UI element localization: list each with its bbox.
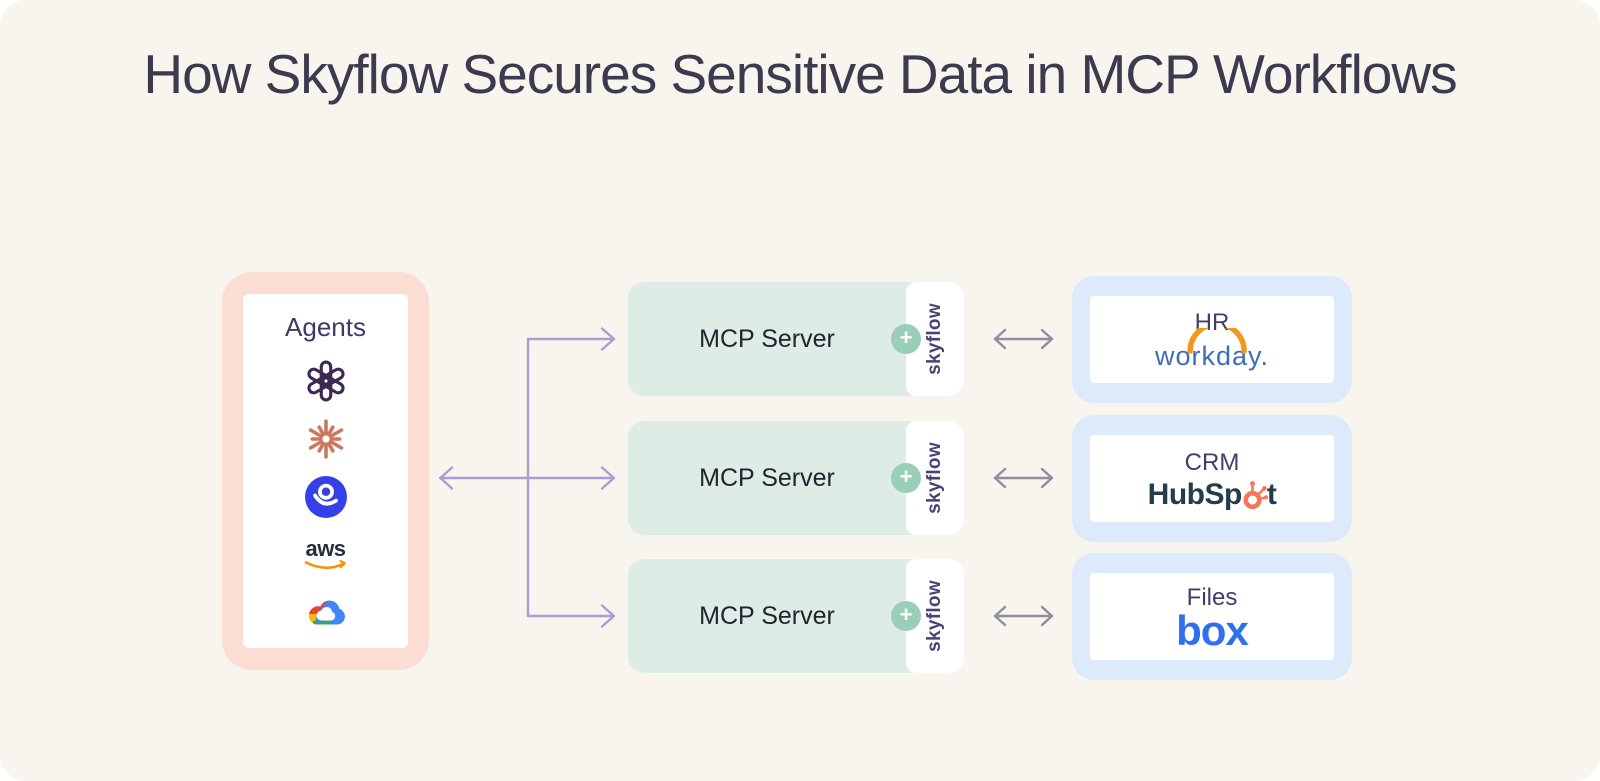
aws-logo-icon: aws [304, 533, 348, 577]
mcp-server-label: MCP Server [699, 601, 835, 630]
destination-inner: HR workday. [1090, 296, 1334, 383]
destination-box-files: Files box [1072, 553, 1352, 680]
anthropic-icon [304, 417, 348, 461]
fan-out-arrows [438, 327, 616, 628]
agents-label: Agents [285, 312, 366, 342]
destination-box-crm: CRM HubSp t [1072, 415, 1352, 542]
mcp-server-box-3: MCP Server + skyflow [628, 559, 964, 673]
aws-smile-icon [304, 560, 346, 570]
destination-box-hr: HR workday. [1072, 276, 1352, 403]
g-logo-icon [304, 475, 348, 519]
box-wordmark: box [1176, 607, 1249, 655]
destination-category: Files [1186, 583, 1238, 611]
skyflow-wordmark: skyflow [924, 442, 946, 514]
mcp-server-label: MCP Server [699, 324, 835, 353]
mcp-server-box-2: MCP Server + skyflow [628, 421, 964, 535]
skyflow-plus-badge: + [891, 324, 921, 354]
skyflow-wordmark: skyflow [924, 303, 946, 375]
destination-inner: Files box [1090, 573, 1334, 660]
agents-panel: Agents [222, 272, 429, 670]
agents-icon-list: aws [304, 359, 348, 635]
workday-logo: workday. [1154, 327, 1270, 371]
skyflow-plus-badge: + [891, 463, 921, 493]
openai-icon [304, 359, 348, 403]
skyflow-sidebar: + skyflow [891, 559, 964, 673]
aws-wordmark: aws [305, 536, 346, 561]
hubspot-wordmark-suffix: t [1266, 477, 1277, 511]
skyflow-sidebar: + skyflow [891, 421, 964, 535]
hubspot-sprocket-icon [1243, 480, 1268, 509]
skyflow-sidebar: + skyflow [891, 282, 964, 396]
destination-inner: CRM HubSp t [1090, 435, 1334, 522]
mcp-server-box-1: MCP Server + skyflow [628, 282, 964, 396]
skyflow-wordmark: skyflow [924, 580, 946, 652]
skyflow-plus-badge: + [891, 601, 921, 631]
workday-wordmark: workday. [1154, 340, 1270, 371]
sync-arrows [993, 328, 1054, 627]
hubspot-logo: HubSp t [1147, 477, 1277, 511]
mcp-server-label: MCP Server [699, 463, 835, 492]
workday-arc-icon [1187, 327, 1247, 354]
destination-category: CRM [1184, 449, 1240, 477]
page-title: How Skyflow Secures Sensitive Data in MC… [143, 43, 1457, 105]
hubspot-wordmark-prefix: HubSp [1147, 477, 1243, 511]
google-cloud-icon [304, 591, 348, 635]
agents-panel-inner: Agents [243, 294, 408, 648]
